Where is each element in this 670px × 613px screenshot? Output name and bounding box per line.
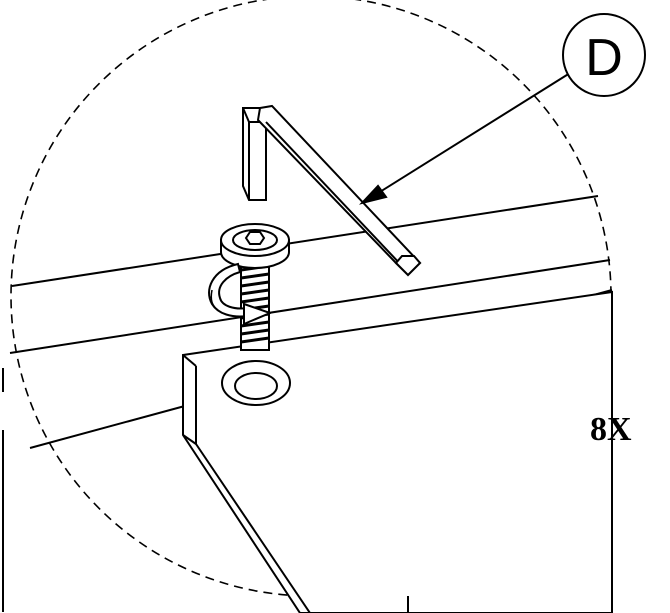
countersunk-hole-icon	[221, 360, 291, 406]
part-callout-letter: D	[585, 29, 623, 87]
panel-board	[182, 290, 613, 613]
hex-key-icon	[242, 104, 422, 277]
part-callout: D	[562, 13, 646, 97]
clockwise-rotation-arrow-icon	[208, 262, 273, 326]
callout-leader-arrow	[358, 67, 579, 205]
quantity-label: 8X	[590, 411, 632, 448]
edge-fragments	[2, 368, 409, 613]
hex-socket-bolt-icon	[220, 223, 290, 351]
